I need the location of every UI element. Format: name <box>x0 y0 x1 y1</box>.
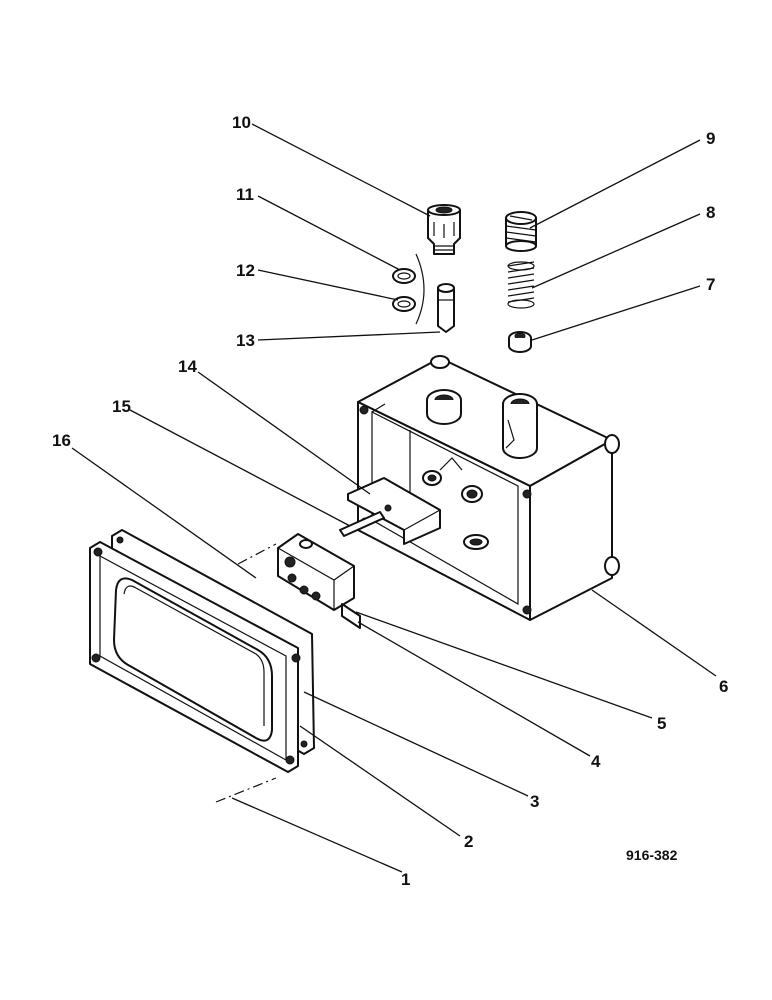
callout-14: 14 <box>178 357 197 376</box>
callout-6: 6 <box>719 677 728 696</box>
callout-labels: 1 2 3 4 5 6 7 8 9 10 11 12 13 14 15 16 <box>52 113 728 889</box>
callout-10: 10 <box>232 113 251 132</box>
callout-9: 9 <box>706 129 715 148</box>
callout-7: 7 <box>706 275 715 294</box>
cover-assembly-drawing <box>89 529 315 803</box>
callout-13: 13 <box>236 331 255 350</box>
leader-lines <box>71 123 717 873</box>
callout-1: 1 <box>401 870 410 889</box>
callout-16: 16 <box>52 431 71 450</box>
callout-3: 3 <box>530 792 539 811</box>
callout-2: 2 <box>464 832 473 851</box>
callout-11: 11 <box>236 185 254 204</box>
callout-12: 12 <box>236 261 255 280</box>
micro-switch-drawing <box>277 533 361 629</box>
plug-10-drawing <box>427 204 461 255</box>
seals-and-piston-drawing <box>392 253 455 333</box>
figure-reference-number: 916-382 <box>626 847 678 863</box>
callout-8: 8 <box>706 203 715 222</box>
spring-assembly-drawing <box>505 211 537 353</box>
callout-5: 5 <box>657 714 666 733</box>
switch-housing-drawing <box>357 355 620 621</box>
callout-15: 15 <box>112 397 131 416</box>
actuator-lever-drawing <box>339 477 441 545</box>
callout-4: 4 <box>591 752 601 771</box>
